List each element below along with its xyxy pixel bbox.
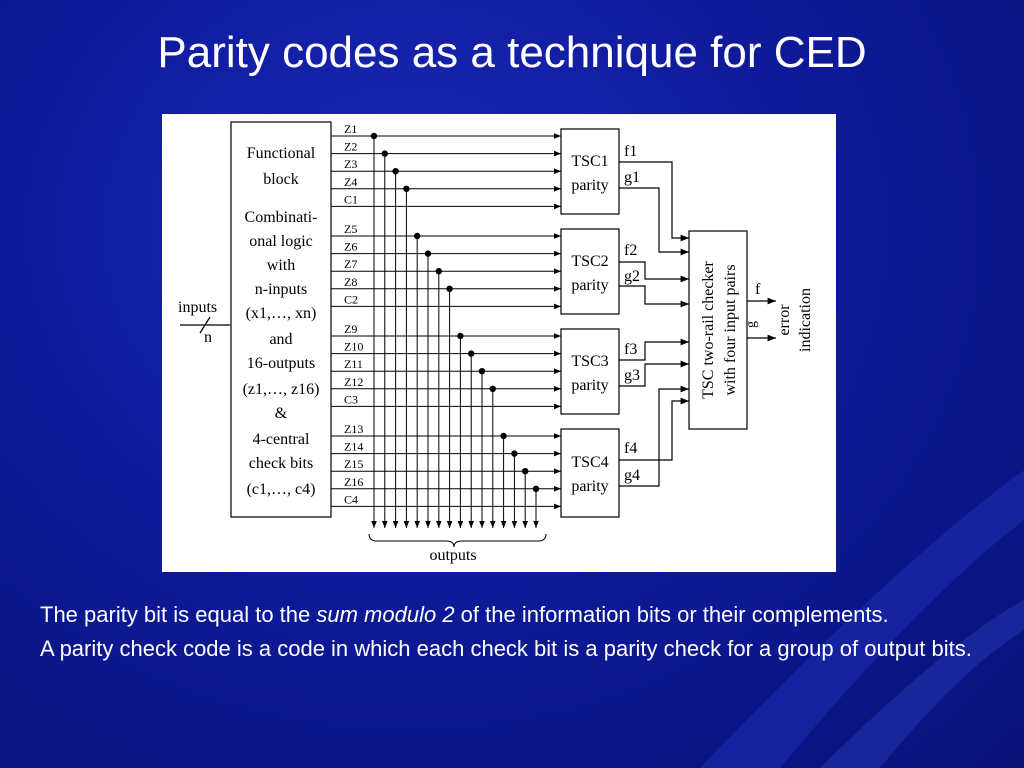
signal-label-z11: Z11 [344,357,363,371]
signal-label-z5: Z5 [344,222,357,236]
signal-label-z3: Z3 [344,157,357,171]
outputs-brace [368,533,547,548]
p1-after: of the information bits or their complem… [454,602,889,627]
tsc2-sub: parity [571,277,608,294]
f2-label: f2 [624,242,637,259]
tsc3-name: TSC3 [571,353,608,370]
paragraph-2: A parity check code is a code in which e… [40,636,972,661]
tsc-box-1: TSC1 parity [560,128,620,215]
tsc4-name: TSC4 [571,454,608,471]
tsc-box-3: TSC3 parity [560,328,620,415]
fb-line: 16-outputs [247,355,315,372]
functional-block [230,121,332,518]
fb-line: n-inputs [255,281,307,298]
signal-label-z1: Z1 [344,122,357,136]
tsc-to-checker-wires [619,161,689,487]
outputs-label: outputs [429,547,476,564]
fb-line: Functional [247,145,316,162]
tsc-box-4: TSC4 parity [560,428,620,518]
signal-label-c3: C3 [344,392,358,406]
error-line2: indication [797,288,814,352]
signal-label-z9: Z9 [344,322,357,336]
slide-body: The parity bit is equal to the sum modul… [40,598,990,666]
paragraph-1: The parity bit is equal to the sum modul… [40,598,990,632]
tap-dot [511,450,518,457]
tsc1-sub: parity [571,177,608,194]
tsc3-sub: parity [571,377,608,394]
signal-label-z2: Z2 [344,140,357,154]
fb-line: (z1,…, z16) [243,381,320,398]
signal-label-z7: Z7 [344,257,357,271]
two-rail-checker [688,230,748,430]
fb-line: check bits [249,455,313,472]
f4-label: f4 [624,440,637,457]
inputs-bus-slash [199,316,211,334]
g1-label: g1 [624,169,640,186]
p1-emph: sum modulo 2 [316,602,455,627]
g3-label: g3 [624,367,640,384]
signal-label-z15: Z15 [344,457,363,471]
tsc2-name: TSC2 [571,253,608,270]
checker-line2: with four input pairs [722,264,739,395]
g2-label: g2 [624,268,640,285]
fb-line: & [275,405,288,422]
n-label: n [204,329,212,346]
signal-label-c1: C1 [344,192,358,206]
tsc4-sub: parity [571,478,608,495]
signal-wires [331,132,561,528]
signal-label-z16: Z16 [344,475,363,489]
signal-label-z13: Z13 [344,422,363,436]
fb-line: (x1,…, xn) [246,305,317,322]
signal-label-c4: C4 [344,492,358,506]
fb-line: onal logic [249,233,313,250]
fb-line: Combinati- [245,209,318,226]
tap-dot [446,285,453,292]
p1-before: The parity bit is equal to the [40,602,317,627]
f-out-label: f [755,281,761,298]
fb-line: and [269,331,292,348]
inputs-label: inputs [178,299,217,316]
tsc-box-2: TSC2 parity [560,228,620,315]
signal-label-c2: C2 [344,292,358,306]
fb-line: 4-central [253,431,310,448]
tsc1-name: TSC1 [571,153,608,170]
diagram-canvas: Functional block Combinati- onal logic w… [178,121,814,564]
checker-line1: TSC two-rail checker [700,260,717,398]
fb-line: (c1,…, c4) [247,481,316,498]
fb-line: with [267,257,295,274]
signal-label-z8: Z8 [344,275,357,289]
fb-line: block [263,171,299,188]
f3-label: f3 [624,341,637,358]
error-line1: error [776,304,793,336]
signal-label-z12: Z12 [344,375,363,389]
slide-title: Parity codes as a technique for CED [157,28,867,77]
signal-label-z14: Z14 [344,440,363,454]
signal-label-z4: Z4 [344,175,357,189]
g4-label: g4 [624,467,640,484]
tap-dot [392,168,399,175]
f1-label: f1 [624,143,637,160]
signal-label-z6: Z6 [344,240,357,254]
signal-labels: Z1Z2Z3Z4C1Z5Z6Z7Z8C2Z9Z10Z11Z12C3Z13Z14Z… [344,122,363,506]
signal-label-z10: Z10 [344,340,363,354]
g-out-label: g [744,321,759,328]
parity-ced-diagram: Functional block Combinati- onal logic w… [162,114,836,572]
